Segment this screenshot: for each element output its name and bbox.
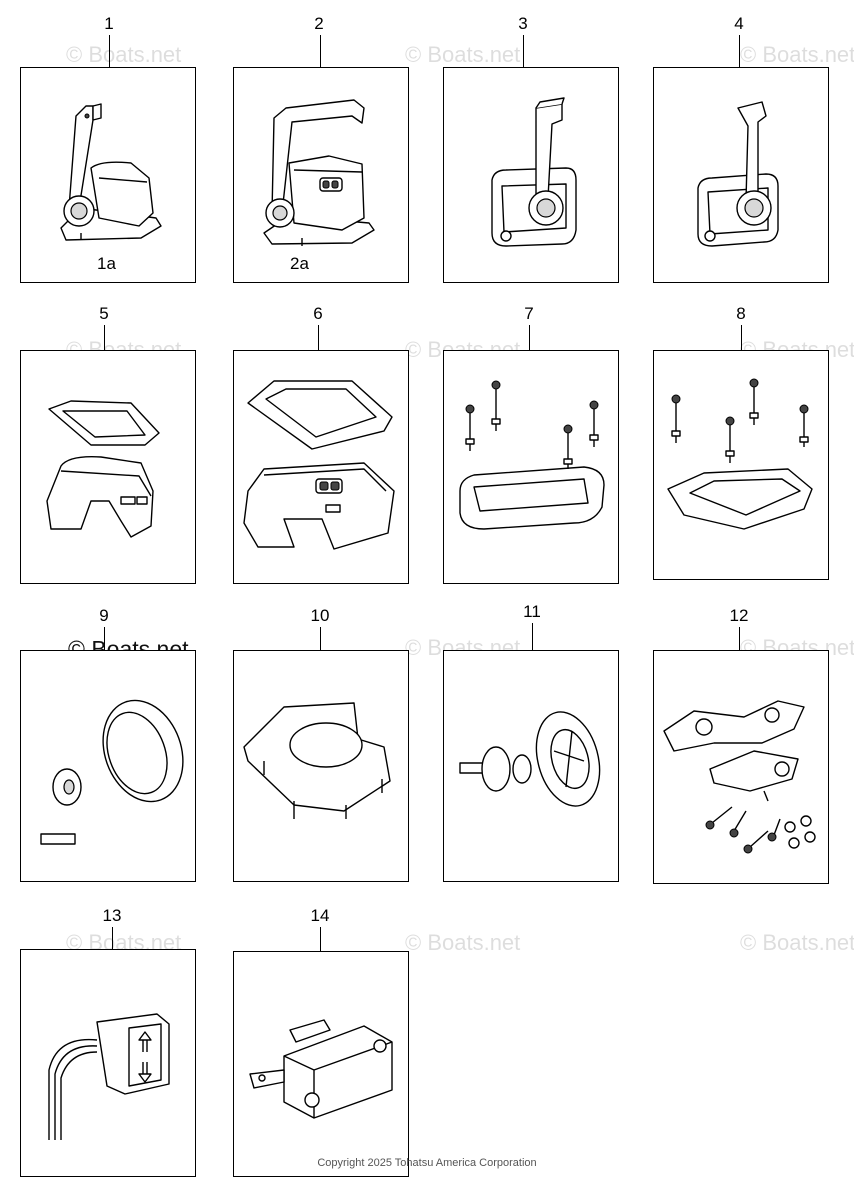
- part-panel-2[interactable]: 2a: [233, 67, 409, 283]
- mounting-base-and-bolts-illustration: [459, 380, 605, 530]
- part-panel-11[interactable]: [443, 650, 619, 882]
- part-panel-9[interactable]: [20, 650, 196, 882]
- part-number: 7: [524, 304, 534, 323]
- part-panel-3[interactable]: [443, 67, 619, 283]
- hub-disc-and-shaft-illustration: [459, 711, 601, 807]
- part-number: 9: [99, 606, 109, 625]
- leader-line: [104, 325, 105, 350]
- cable-bracket-kit-illustration: [663, 700, 816, 854]
- leader-line: [318, 325, 319, 350]
- single-lever-control-illustration: [60, 103, 162, 241]
- part-panel-4[interactable]: [653, 67, 829, 283]
- part-number: 5: [99, 304, 109, 323]
- part-panel-14[interactable]: [233, 951, 409, 1177]
- leader-line: [741, 325, 742, 350]
- bolt-set: [465, 380, 599, 469]
- part-number: 2: [314, 14, 324, 33]
- part-number: 10: [310, 606, 330, 625]
- part-number: 3: [518, 14, 528, 33]
- leader-line: [320, 627, 321, 650]
- handle-ring-and-shaft-illustration: [40, 699, 184, 845]
- cover-and-gasket-illustration: [46, 400, 160, 538]
- watermark: © Boats.net: [740, 42, 854, 67]
- leader-line: [739, 35, 740, 67]
- leader-line: [523, 35, 524, 67]
- leader-line: [532, 623, 533, 650]
- sub-part-label: 2a: [290, 254, 309, 273]
- side-mount-control-illustration: [697, 101, 779, 247]
- part-panel-8[interactable]: [653, 350, 829, 580]
- cover-and-gasket-illustration: [243, 380, 395, 550]
- part-number: 13: [102, 906, 122, 925]
- mounting-base-and-bolts-illustration: [667, 378, 813, 530]
- part-number: 8: [736, 304, 746, 323]
- sub-part-label: 1a: [97, 254, 116, 273]
- side-mount-control-illustration: [491, 97, 577, 247]
- watermark: © Boats.net: [740, 930, 854, 955]
- clip-tabs: [263, 761, 383, 819]
- leader-line: [320, 35, 321, 67]
- leader-line: [529, 325, 530, 350]
- part-panel-1[interactable]: 1a: [20, 67, 196, 283]
- leader-line: [320, 927, 321, 951]
- leader-line: [104, 627, 105, 650]
- watermark: © Boats.net: [405, 930, 521, 955]
- micro-switch-illustration: [249, 1019, 393, 1119]
- dual-lever-control-illustration: [263, 99, 375, 246]
- leader-line: [739, 627, 740, 650]
- part-panel-10[interactable]: [233, 650, 409, 882]
- part-panel-13[interactable]: [20, 949, 196, 1177]
- bolt-set: [671, 378, 809, 463]
- part-number: 12: [729, 606, 749, 625]
- part-number: 1: [104, 14, 114, 33]
- part-number: 14: [310, 906, 330, 925]
- part-number: 6: [313, 304, 323, 323]
- copyright-footer: Copyright 2025 Tohatsu America Corporati…: [317, 1157, 537, 1169]
- trim-switch-illustration: [48, 1013, 170, 1140]
- cover-plate-illustration: [243, 702, 391, 819]
- leader-line: [112, 927, 113, 949]
- part-panel-12[interactable]: [653, 650, 829, 884]
- part-panel-5[interactable]: [20, 350, 196, 584]
- watermark: © Boats.net: [66, 42, 182, 67]
- screw-set: [705, 790, 816, 854]
- watermark: © Boats.net: [405, 42, 521, 67]
- part-panel-7[interactable]: [443, 350, 619, 584]
- part-panel-6[interactable]: [233, 350, 409, 584]
- leader-line: [109, 35, 110, 67]
- part-number: 4: [734, 14, 744, 33]
- part-number: 11: [523, 602, 541, 621]
